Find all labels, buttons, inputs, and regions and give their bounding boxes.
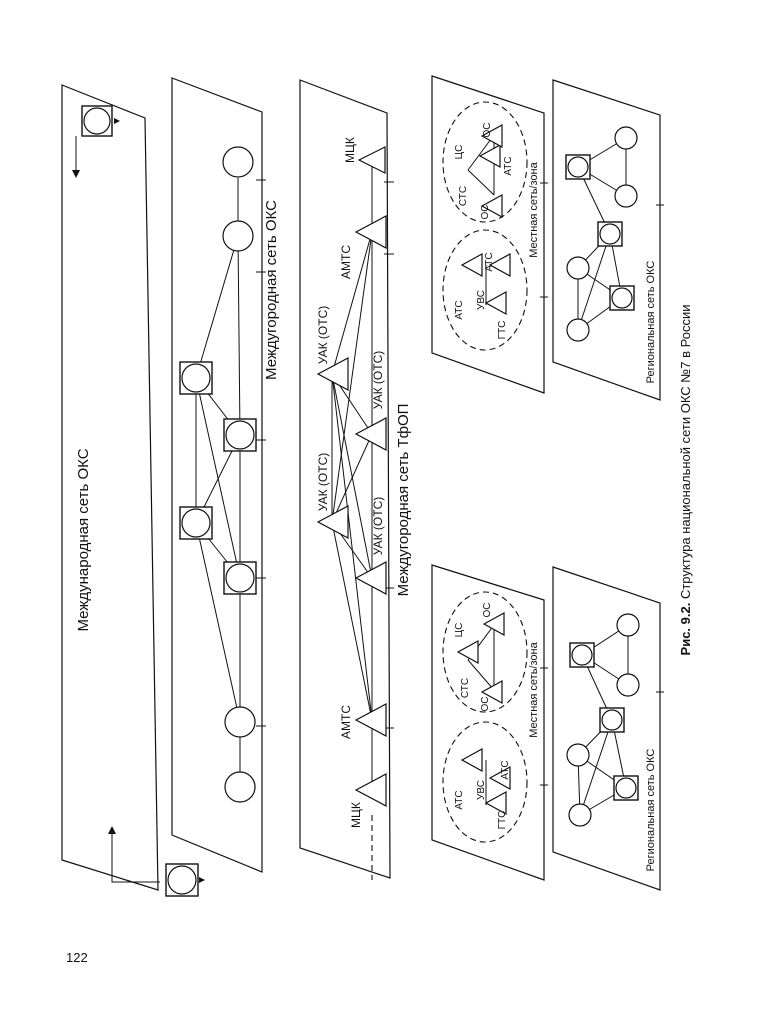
oks-gateway-2 xyxy=(223,418,257,452)
regional-top-node-4 xyxy=(566,318,590,342)
regional-bottom-node-2 xyxy=(616,673,640,697)
oks-node-4 xyxy=(224,771,256,803)
regional-bottom: Региональная сеть ОКС xyxy=(552,566,664,891)
regional-top-label: Региональная сеть ОКС xyxy=(645,261,657,384)
local-zone-bottom: Местная сеть/зона ЦС СТС ОС ОС АТС УВС xyxy=(431,564,548,881)
local-top-ats-2-label: АТС xyxy=(454,300,465,319)
international-plane-label: Международная сеть ОКС xyxy=(75,448,92,631)
local-top-sts-label: СТС xyxy=(458,186,469,206)
local-top-ats-3-label: АТС xyxy=(484,252,495,271)
regional-top-node-3 xyxy=(566,256,590,280)
local-top-ats-1-label: АТС xyxy=(503,156,514,175)
tfop-mck-bottom-label: МЦК xyxy=(349,802,363,828)
regional-top-gateway-3 xyxy=(609,285,635,311)
oks-gateway-1 xyxy=(179,361,213,395)
longdistance-oks-plane: Междугородная сеть ОКС xyxy=(171,77,280,873)
local-zone-top: Местная сеть/зона ЦС СТС ОС ОС АТС АТС xyxy=(431,75,548,394)
longdistance-oks-ticks xyxy=(256,179,266,727)
international-gateway-bottom xyxy=(165,863,205,897)
regional-top-gateway-1 xyxy=(565,154,591,180)
tfop-uak-1 xyxy=(316,357,349,391)
local-bottom-sts-label: СТС xyxy=(460,678,471,698)
oks-node-1 xyxy=(222,146,254,178)
regional-bottom-gateway-1 xyxy=(569,642,595,668)
tfop-mck-top xyxy=(357,146,386,174)
local-bottom-os-1-label: ОС xyxy=(480,697,491,712)
international-arrow-top xyxy=(72,136,80,178)
regional-top-node-1 xyxy=(614,126,638,150)
oks-node-2 xyxy=(222,220,254,252)
international-plane: Международная сеть ОКС xyxy=(61,84,205,897)
local-top-ticks xyxy=(540,182,548,298)
longdistance-tfop-label: Междугородная сеть ТфОП xyxy=(395,404,412,597)
tfop-uak-3-label: УАК (ОТС) xyxy=(316,453,330,511)
local-bottom-uvs-label: УВС xyxy=(476,780,487,800)
local-top-cluster-1: ЦС СТС ОС ОС АТС xyxy=(454,123,514,220)
local-top-os-2-label: ОС xyxy=(482,123,493,138)
local-zone-bottom-label: Местная сеть/зона xyxy=(528,641,540,737)
oks-gateway-4 xyxy=(223,561,257,595)
figure-caption-text: Структура национальной сети ОКС №7 в Рос… xyxy=(678,305,693,603)
page-number: 122 xyxy=(66,950,88,965)
local-bottom-os-2-label: ОС xyxy=(482,603,493,618)
international-gateway-top xyxy=(81,105,120,137)
regional-bottom-node-1 xyxy=(616,613,640,637)
local-top-cluster-2: АТС УВС ГТС АТС xyxy=(454,252,511,340)
tfop-uak-4-label: УАК (ОТС) xyxy=(371,497,385,555)
local-top-cs-label: ЦС xyxy=(454,145,465,160)
tfop-uak-1-label: УАК (ОТС) xyxy=(316,306,330,364)
regional-bottom-node-4 xyxy=(568,803,592,827)
regional-bottom-node-3 xyxy=(566,743,590,767)
regional-top-gateway-2 xyxy=(597,221,623,247)
tfop-mck-bottom xyxy=(354,773,387,807)
local-bottom-ats-2-label: АТС xyxy=(500,760,511,779)
tfop-uak-2-label: УАК (ОТС) xyxy=(371,351,385,409)
tfop-links xyxy=(331,160,373,790)
local-zone-top-label: Местная сеть/зона xyxy=(528,161,540,257)
local-bottom-cluster-1: ЦС СТС ОС ОС xyxy=(454,603,505,712)
regional-top: Региональная сеть ОКС xyxy=(552,79,664,401)
tfop-amts-bottom-label: АМТС xyxy=(339,705,353,739)
local-top-gts-label: ГТС xyxy=(497,321,508,340)
oks-node-3 xyxy=(224,706,256,738)
tfop-amts-top-label: АМТС xyxy=(339,245,353,279)
local-bottom-cluster-2: АТС УВС АТС ГТС xyxy=(454,747,511,830)
local-bottom-cs-label: ЦС xyxy=(454,623,465,638)
international-arrow-bottom xyxy=(108,826,160,883)
local-bottom-ticks xyxy=(540,667,548,786)
local-bottom-gts-label: ГТС xyxy=(497,811,508,830)
local-bottom-ats-1-label: АТС xyxy=(454,790,465,809)
longdistance-tfop-plane: Междугородная сеть ТфОП xyxy=(299,79,412,880)
regional-bottom-gateway-3 xyxy=(613,775,639,801)
tfop-mck-top-label: МЦК xyxy=(343,137,357,163)
tfop-uak-4 xyxy=(354,561,387,595)
oks-gateway-3 xyxy=(179,506,213,540)
figure-caption-number: Рис. 9.2. xyxy=(678,603,693,656)
tfop-uak-3 xyxy=(316,505,349,539)
regional-top-node-2 xyxy=(614,184,638,208)
tfop-amts-top xyxy=(354,215,387,249)
figure-caption: Рис. 9.2. Структура национальной сети ОК… xyxy=(678,305,693,656)
tfop-amts-bottom xyxy=(354,703,387,737)
local-top-uvs-label: УВС xyxy=(476,290,487,310)
regional-bottom-gateway-2 xyxy=(599,707,625,733)
tfop-uak-2 xyxy=(354,417,387,451)
longdistance-oks-label: Междугородная сеть ОКС xyxy=(263,200,280,380)
regional-bottom-label: Региональная сеть ОКС xyxy=(645,749,657,872)
local-top-os-1-label: ОС xyxy=(480,205,491,220)
